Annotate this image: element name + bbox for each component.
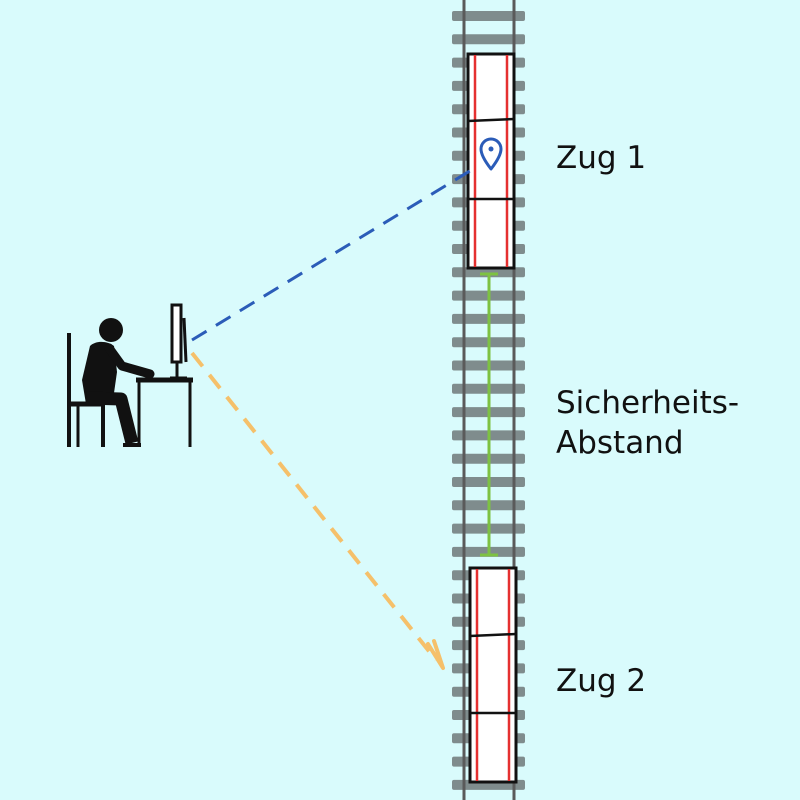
track-sleeper (452, 11, 525, 21)
track-sleeper (452, 34, 525, 45)
person-at-computer-icon (67, 303, 193, 447)
train-2-divider (469, 632, 517, 638)
control-link-arrow (190, 351, 445, 670)
safety-distance-indicator (480, 272, 498, 557)
safety-distance-label-line1: Sicherheits- (556, 385, 740, 421)
train-1-label: Zug 1 (556, 140, 647, 176)
safety-distance-label-line2: Abstand (556, 425, 684, 461)
train-2-label: Zug 2 (556, 663, 647, 699)
track-sleeper (452, 267, 525, 278)
map-pin-icon (479, 137, 503, 171)
train-2 (468, 566, 518, 784)
train-1-divider (467, 117, 515, 123)
position-link-arrow (191, 164, 479, 342)
